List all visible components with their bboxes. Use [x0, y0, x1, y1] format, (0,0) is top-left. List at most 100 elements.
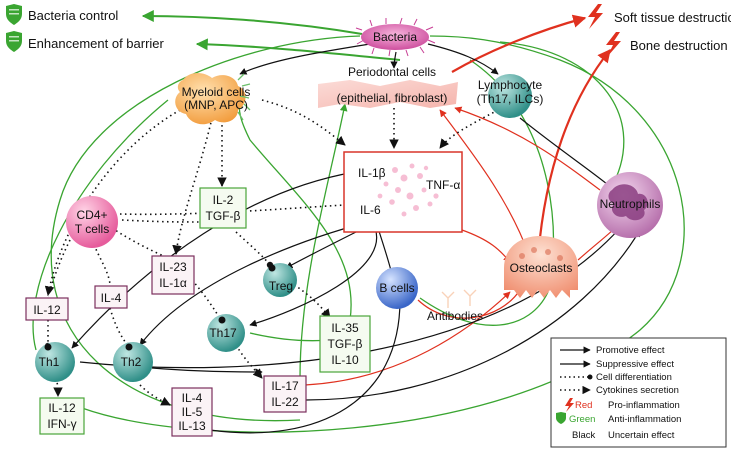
il10-label: IL-10 [331, 353, 359, 367]
il4-il5-il13-box: IL-4 IL-5 IL-13 [171, 387, 213, 437]
neutrophils-label: Neutrophils [600, 197, 661, 211]
th2-il4-label: IL-4 [182, 391, 203, 405]
bacteria-label: Bacteria [373, 30, 417, 44]
il4-box: IL-4 [94, 285, 128, 309]
tgfb-label: TGF-β [206, 209, 241, 223]
il17-il22-box: IL-17 IL-22 [263, 375, 307, 413]
legend-differentiation: Cell differentiation [560, 372, 672, 383]
antibody-icon [441, 289, 477, 308]
periodontal-cells-node: Periodontal cells (epithelial, fibroblas… [318, 65, 458, 108]
osteoclasts-node: Osteoclasts [504, 236, 578, 298]
legend-green-key: Green [569, 414, 595, 425]
soft-tissue-arrow [451, 14, 587, 73]
th1-node: Th1 [35, 342, 75, 382]
legend-secretion-label: Cytokines secretion [596, 385, 679, 396]
legend-suppressive: Suppressive effect [560, 359, 674, 370]
treg-label: Treg [269, 279, 293, 293]
il23-label: IL-23 [159, 260, 187, 274]
enhancement-barrier-label: Enhancement of barrier [28, 36, 165, 51]
barrier-arrow [195, 38, 401, 61]
cd4-sub-label: T cells [75, 222, 109, 236]
bacteria-to-myeloid [239, 43, 371, 75]
osteoclasts-label: Osteoclasts [510, 261, 573, 275]
legend-red: Red Pro-inflammation [565, 398, 680, 412]
il1b-label: IL-1β [358, 166, 386, 180]
th17-node: Th17 [207, 314, 245, 352]
cd4-to-il12-dotted [47, 239, 71, 297]
red-osteo-to-periodontal [439, 109, 531, 259]
lymphocyte-to-neutrophils [519, 117, 613, 189]
green-loop-large-bottom [81, 35, 685, 433]
red-antibodies-curve [417, 289, 521, 319]
il2-to-treg-dotted [235, 231, 274, 269]
legend-secretion: Cytokines secretion [560, 385, 679, 396]
th17-marker-icon [218, 316, 226, 324]
lymphocyte-label: Lymphocyte [478, 78, 543, 92]
lightning-icon [588, 4, 603, 29]
myeloid-to-cytokines-dotted [261, 99, 346, 146]
inflammatory-cytokines-box: IL-1β TNF-α IL-6 [343, 151, 463, 233]
osteoclast-icon [504, 236, 578, 298]
osteoclast-nuclei-icon [519, 247, 563, 261]
soft-tissue-label: Soft tissue destruction [614, 10, 731, 25]
myeloid-sub-label: (MNP, APC) [184, 98, 248, 112]
th2-to-il17-line [151, 367, 263, 376]
myeloid-cell-node: Myeloid cells (MNP, APC) [175, 73, 251, 125]
th2-node: Th2 [113, 342, 153, 382]
th1-marker-icon [44, 343, 52, 351]
bacteria-to-lymphocyte [427, 43, 499, 75]
legend-black: Black Uncertain effect [572, 430, 675, 441]
periodontal-label: Periodontal cells [348, 65, 436, 79]
th2-icon [113, 342, 153, 382]
green-bcells-to-osteo [419, 291, 549, 326]
th2-label: Th2 [121, 355, 142, 369]
antibodies-label: Antibodies [427, 309, 483, 323]
th1-label: Th1 [39, 355, 60, 369]
il6-to-bcells [377, 227, 395, 276]
neutrophils-node: Neutrophils [597, 172, 663, 238]
lightning-icon [606, 32, 621, 57]
outcome-bone: Bone destruction [606, 32, 728, 57]
myeloid-label: Myeloid cells [182, 85, 251, 99]
epithelium-icon [318, 80, 458, 108]
myeloid-to-il12-dotted [44, 109, 181, 296]
legend-differentiation-label: Cell differentiation [596, 372, 672, 383]
green-th17-to-il35 [249, 332, 331, 342]
th2-il13-label: IL-13 [178, 419, 206, 433]
treg-marker-icon [268, 264, 276, 272]
red-il17-to-osteo [304, 291, 511, 386]
cytokine-particles [377, 163, 439, 217]
th17-label: Th17 [209, 326, 237, 340]
neutrophil-nucleus-icon [608, 184, 648, 221]
dendrite-icon [237, 73, 251, 121]
shield-icon [556, 412, 566, 424]
red-cytokine-to-osteo [461, 229, 511, 263]
cd4-label: CD4+ [76, 208, 107, 222]
il35-box: IL-35 TGF-β IL-10 [319, 315, 371, 373]
legend-green: Green Anti-inflammation [556, 412, 681, 425]
il1b-to-th1 [71, 171, 356, 349]
il4-label: IL-4 [101, 291, 122, 305]
th2-il5-label: IL-5 [182, 405, 203, 419]
cd4-tcell-icon [66, 196, 118, 248]
il23-to-th17-dotted [191, 279, 226, 326]
treg-node: Treg [263, 263, 297, 297]
il2-label: IL-2 [213, 193, 234, 207]
outcome-soft-tissue: Soft tissue destruction [588, 4, 731, 29]
periodontal-sub-label: (epithelial, fibroblast) [337, 91, 448, 105]
th1-icon [35, 342, 75, 382]
bone-label: Bone destruction [630, 38, 728, 53]
treg-icon [263, 263, 297, 297]
il17-label: IL-17 [271, 379, 299, 393]
legend-suppressive-label: Suppressive effect [596, 359, 674, 370]
green-th1-loop [32, 99, 169, 351]
il35-tgfb-label: TGF-β [328, 337, 363, 351]
bcells-node: B cells [376, 267, 418, 309]
cd4-to-il2-dotted [121, 219, 201, 223]
il2-tgfb-box: IL-2 TGF-β [199, 187, 247, 229]
shield-icon [6, 4, 22, 25]
red-neutro-to-periodontal [454, 106, 601, 191]
bacteria-node: Bacteria [355, 17, 436, 57]
il6-to-th17 [249, 227, 378, 327]
